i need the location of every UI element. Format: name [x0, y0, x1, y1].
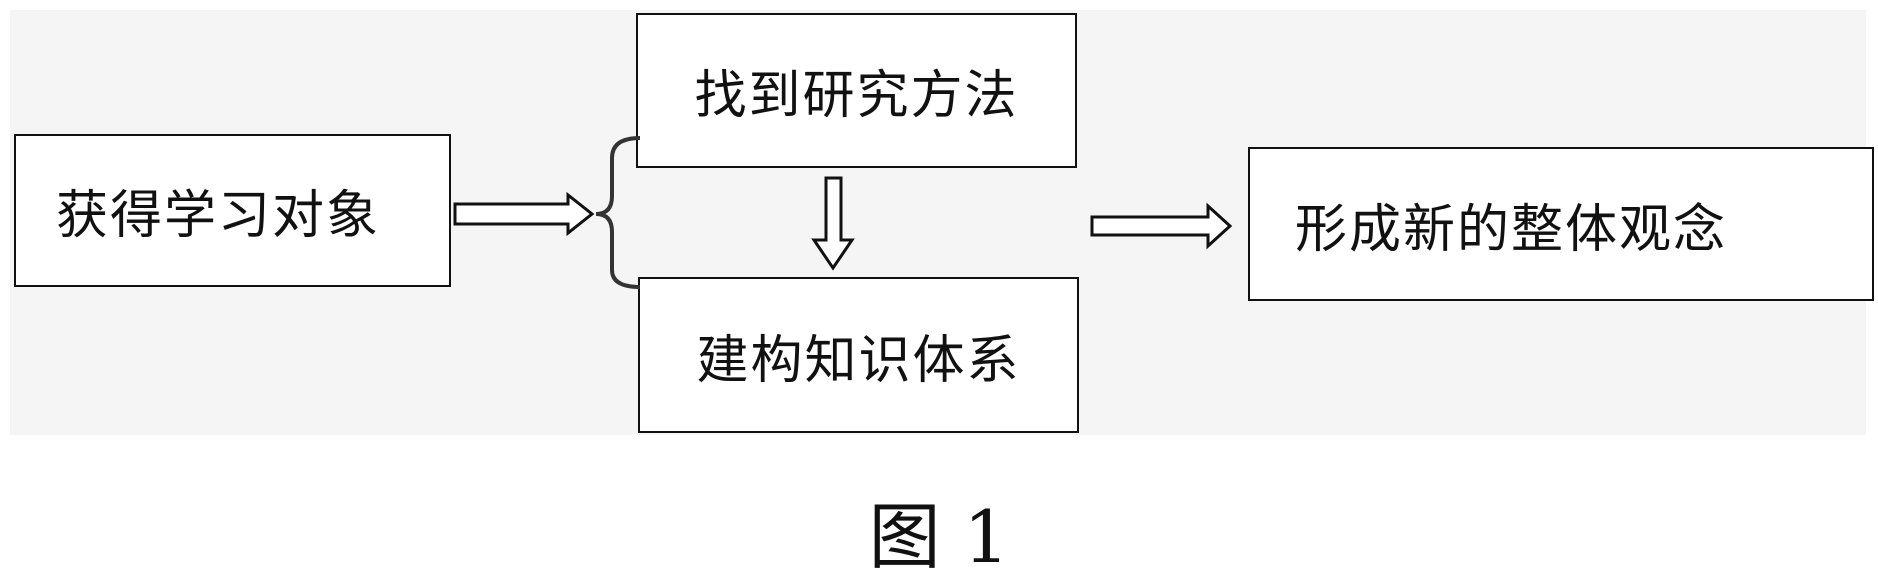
node-new-concept: 形成新的整体观念	[1248, 147, 1874, 301]
figure-caption: 图 1	[868, 495, 1010, 579]
node-label: 建构知识体系	[696, 330, 1021, 391]
node-label: 找到研究方法	[694, 66, 1019, 126]
node-research-method: 找到研究方法	[636, 13, 1077, 168]
arrow-down	[811, 176, 855, 271]
node-label: 形成新的整体观念	[1295, 199, 1728, 260]
node-knowledge-system: 建构知识体系	[638, 277, 1079, 433]
arrow-to-concept	[1090, 202, 1233, 250]
node-learning-object: 获得学习对象	[14, 134, 451, 287]
node-label: 获得学习对象	[56, 186, 381, 246]
arrow-to-bracket	[453, 191, 595, 237]
curly-bracket	[595, 136, 641, 289]
